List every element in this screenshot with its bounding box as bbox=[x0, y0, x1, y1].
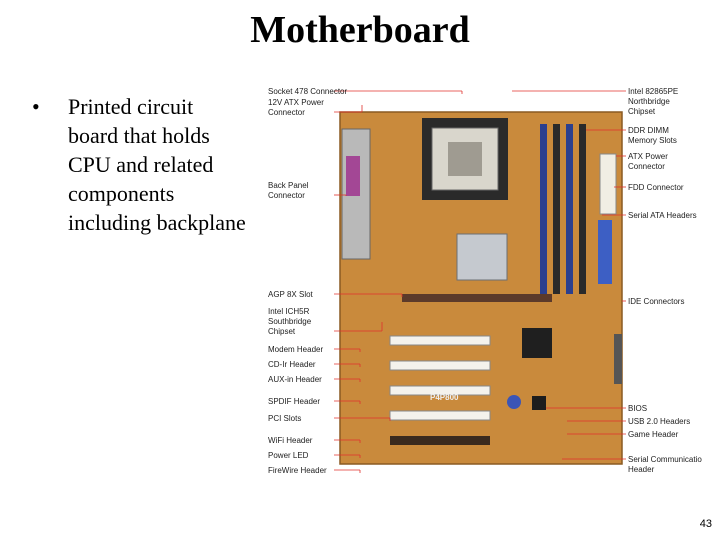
callout-bios: BIOS bbox=[628, 404, 647, 413]
agp-slot bbox=[402, 294, 552, 302]
callout-atxpower-line-0: ATX Power bbox=[628, 152, 668, 161]
bullet-text: Printed circuit board that holds CPU and… bbox=[68, 94, 246, 235]
board-model-text: P4P800 bbox=[430, 393, 459, 402]
pci-slot bbox=[389, 335, 491, 346]
callout-serial-line-1: Header bbox=[628, 465, 655, 474]
dimm-slot bbox=[566, 124, 573, 294]
callout-northbridge-line-1: Northbridge bbox=[628, 97, 670, 106]
callout-socket: Socket 478 Connector bbox=[268, 87, 347, 96]
callout-firewire: FireWire Header bbox=[268, 466, 327, 475]
northbridge-heatsink bbox=[456, 233, 508, 281]
slide-title: Motherboard bbox=[250, 9, 470, 51]
bullet-list: • Printed circuit board that holds CPU a… bbox=[28, 92, 248, 237]
southbridge-chip bbox=[522, 328, 552, 358]
ide-connector bbox=[598, 220, 612, 284]
callout-spdif: SPDIF Header bbox=[268, 397, 320, 406]
cpu-socket-center bbox=[448, 142, 482, 176]
bullet-icon: • bbox=[32, 94, 40, 119]
callout-serial-line-0: Serial Communications bbox=[628, 455, 702, 464]
bullet-item: • Printed circuit board that holds CPU a… bbox=[28, 92, 248, 237]
callout-wifi: WiFi Header bbox=[268, 436, 313, 445]
pci-slot bbox=[389, 385, 491, 396]
callout-powerled: Power LED bbox=[268, 451, 309, 460]
dimm-slot bbox=[540, 124, 547, 294]
callout-atxpower-line-1: Connector bbox=[628, 162, 665, 171]
callout-ich5r-line-0: Intel ICH5R bbox=[268, 307, 310, 316]
callout-modem: Modem Header bbox=[268, 345, 323, 354]
motherboard-diagram: P4P800 Socket 478 Connector 12V ATX Power… bbox=[262, 84, 702, 484]
callout-atx12v-line-1: Connector bbox=[268, 108, 305, 117]
callout-ddr-line-1: Memory Slots bbox=[628, 136, 677, 145]
leader-lines bbox=[334, 90, 626, 473]
pci-slot bbox=[389, 360, 491, 371]
callout-ich5r-line-2: Chipset bbox=[268, 327, 296, 336]
callout-backpanel-line-1: Connector bbox=[268, 191, 305, 200]
bios-chip bbox=[532, 396, 546, 410]
callout-atx12v-line-0: 12V ATX Power bbox=[268, 98, 324, 107]
callout-northbridge-line-0: Intel 82865PE bbox=[628, 87, 678, 96]
pci-slot bbox=[389, 410, 491, 421]
dimm-slot bbox=[579, 124, 586, 294]
callout-cdir: CD-Ir Header bbox=[268, 360, 316, 369]
callout-sata: Serial ATA Headers bbox=[628, 211, 697, 220]
dimm-slot bbox=[553, 124, 560, 294]
callout-ich5r-line-1: Southbridge bbox=[268, 317, 312, 326]
callout-agp: AGP 8X Slot bbox=[268, 290, 314, 299]
pci-slot-dark bbox=[390, 436, 490, 445]
cmos-battery bbox=[507, 395, 521, 409]
callout-northbridge-line-2: Chipset bbox=[628, 107, 656, 116]
atx-power-connector bbox=[599, 153, 617, 215]
callout-usb: USB 2.0 Headers bbox=[628, 417, 690, 426]
callout-pci: PCI Slots bbox=[268, 414, 301, 423]
callout-aux: AUX-in Header bbox=[268, 375, 322, 384]
callout-game: Game Header bbox=[628, 430, 679, 439]
page-number: 43 bbox=[699, 518, 712, 530]
callout-ide: IDE Connectors bbox=[628, 297, 684, 306]
callout-backpanel-line-0: Back Panel bbox=[268, 181, 309, 190]
ide-connector-secondary bbox=[614, 334, 622, 384]
parallel-port bbox=[346, 156, 360, 196]
callout-ddr-line-0: DDR DIMM bbox=[628, 126, 669, 135]
callout-fdd: FDD Connector bbox=[628, 183, 684, 192]
